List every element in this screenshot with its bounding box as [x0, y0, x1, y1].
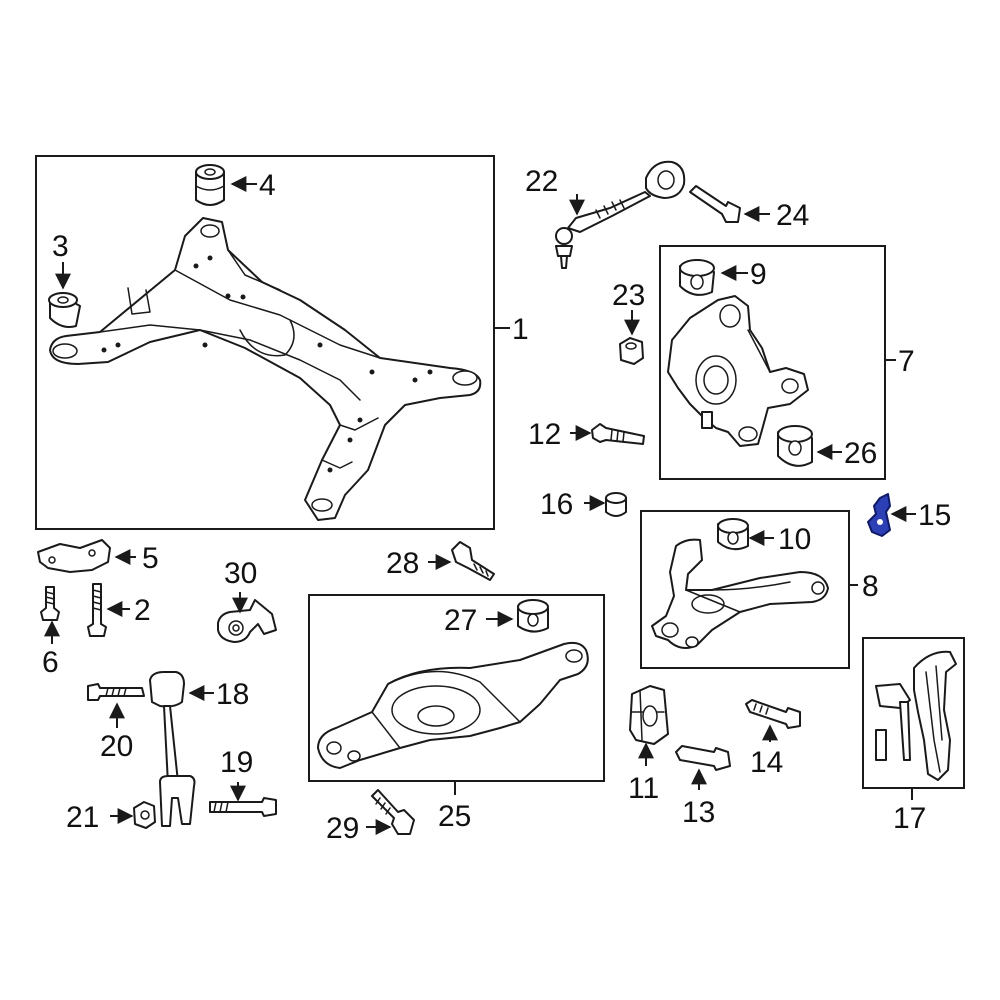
- group-box-subframe: [35, 155, 495, 530]
- callout-6[interactable]: 6: [42, 646, 59, 679]
- callout-14[interactable]: 14: [750, 746, 783, 779]
- callout-19[interactable]: 19: [220, 746, 253, 779]
- bracket-5-drawing[interactable]: [37, 539, 111, 573]
- bolt-20-drawing[interactable]: [87, 683, 145, 701]
- callout-12[interactable]: 12: [528, 418, 561, 451]
- upper-arm-8-drawing[interactable]: [651, 538, 829, 649]
- bushing-9-drawing[interactable]: [679, 259, 715, 296]
- group-box-knuckle: [659, 245, 886, 480]
- callout-25[interactable]: 25: [438, 800, 471, 833]
- callout-16[interactable]: 16: [540, 488, 573, 521]
- callout-labels: 1 2 3 4 5 6 7 8 9 10 11 12 13 14 15 16 1…: [42, 165, 951, 845]
- leader-lines: [44, 176, 916, 835]
- callout-23[interactable]: 23: [612, 279, 645, 312]
- callout-22[interactable]: 22: [525, 165, 558, 198]
- lower-arm-25-drawing[interactable]: [317, 641, 589, 769]
- callout-15[interactable]: 15: [918, 499, 951, 532]
- knuckle-7-drawing[interactable]: [667, 295, 809, 447]
- bolt-14-drawing[interactable]: [745, 699, 801, 729]
- callout-27[interactable]: 27: [444, 604, 477, 637]
- group-box-lower-arm: [308, 594, 605, 782]
- callout-3[interactable]: 3: [52, 230, 69, 263]
- bolt-13-drawing[interactable]: [675, 745, 731, 771]
- callout-29[interactable]: 29: [326, 812, 359, 845]
- callout-17[interactable]: 17: [893, 802, 926, 835]
- callout-11[interactable]: 11: [628, 772, 659, 805]
- bushing-27-drawing[interactable]: [517, 599, 549, 633]
- bracket-30-drawing[interactable]: [217, 599, 277, 643]
- bolt-24-drawing[interactable]: [689, 185, 741, 223]
- callout-1[interactable]: 1: [512, 313, 529, 346]
- callout-10[interactable]: 10: [778, 523, 811, 556]
- callout-5[interactable]: 5: [142, 542, 159, 575]
- subframe-drawing[interactable]: [49, 217, 482, 521]
- bushing-26-drawing[interactable]: [777, 425, 813, 467]
- callout-8[interactable]: 8: [862, 570, 879, 603]
- callout-9[interactable]: 9: [750, 258, 767, 291]
- bushing-3-drawing[interactable]: [48, 292, 81, 328]
- bolt-28-drawing[interactable]: [451, 541, 495, 581]
- bushing-10-drawing[interactable]: [717, 518, 749, 551]
- clip-15-drawing[interactable]: [867, 493, 891, 537]
- callout-7[interactable]: 7: [898, 345, 915, 378]
- bushing-4-drawing[interactable]: [195, 164, 225, 206]
- callout-4[interactable]: 4: [259, 169, 276, 202]
- callout-21[interactable]: 21: [66, 801, 99, 834]
- toe-link-22-drawing[interactable]: [555, 160, 686, 269]
- bushing-11-drawing[interactable]: [629, 685, 669, 745]
- callout-28[interactable]: 28: [386, 547, 419, 580]
- callout-20[interactable]: 20: [100, 730, 133, 763]
- bolt-6-drawing[interactable]: [40, 586, 60, 621]
- callout-24[interactable]: 24: [776, 199, 809, 232]
- nut-21-drawing[interactable]: [133, 801, 156, 829]
- bolt-29-drawing[interactable]: [371, 789, 415, 835]
- callout-30[interactable]: 30: [224, 557, 257, 590]
- bushing-16-drawing[interactable]: [605, 492, 627, 517]
- nut-23-drawing[interactable]: [619, 337, 644, 365]
- group-box-sensor-link: [862, 637, 965, 789]
- group-box-upper-arm: [640, 510, 850, 669]
- callout-13[interactable]: 13: [682, 796, 715, 829]
- bolt-19-drawing[interactable]: [209, 797, 277, 817]
- trailing-link-18-drawing[interactable]: [149, 671, 196, 827]
- sensor-link-17-drawing[interactable]: [875, 650, 957, 781]
- callout-26[interactable]: 26: [844, 437, 877, 470]
- callout-18[interactable]: 18: [216, 678, 249, 711]
- bolt-12-drawing[interactable]: [591, 423, 645, 445]
- callout-2[interactable]: 2: [134, 594, 151, 627]
- bolt-2-drawing[interactable]: [87, 583, 107, 637]
